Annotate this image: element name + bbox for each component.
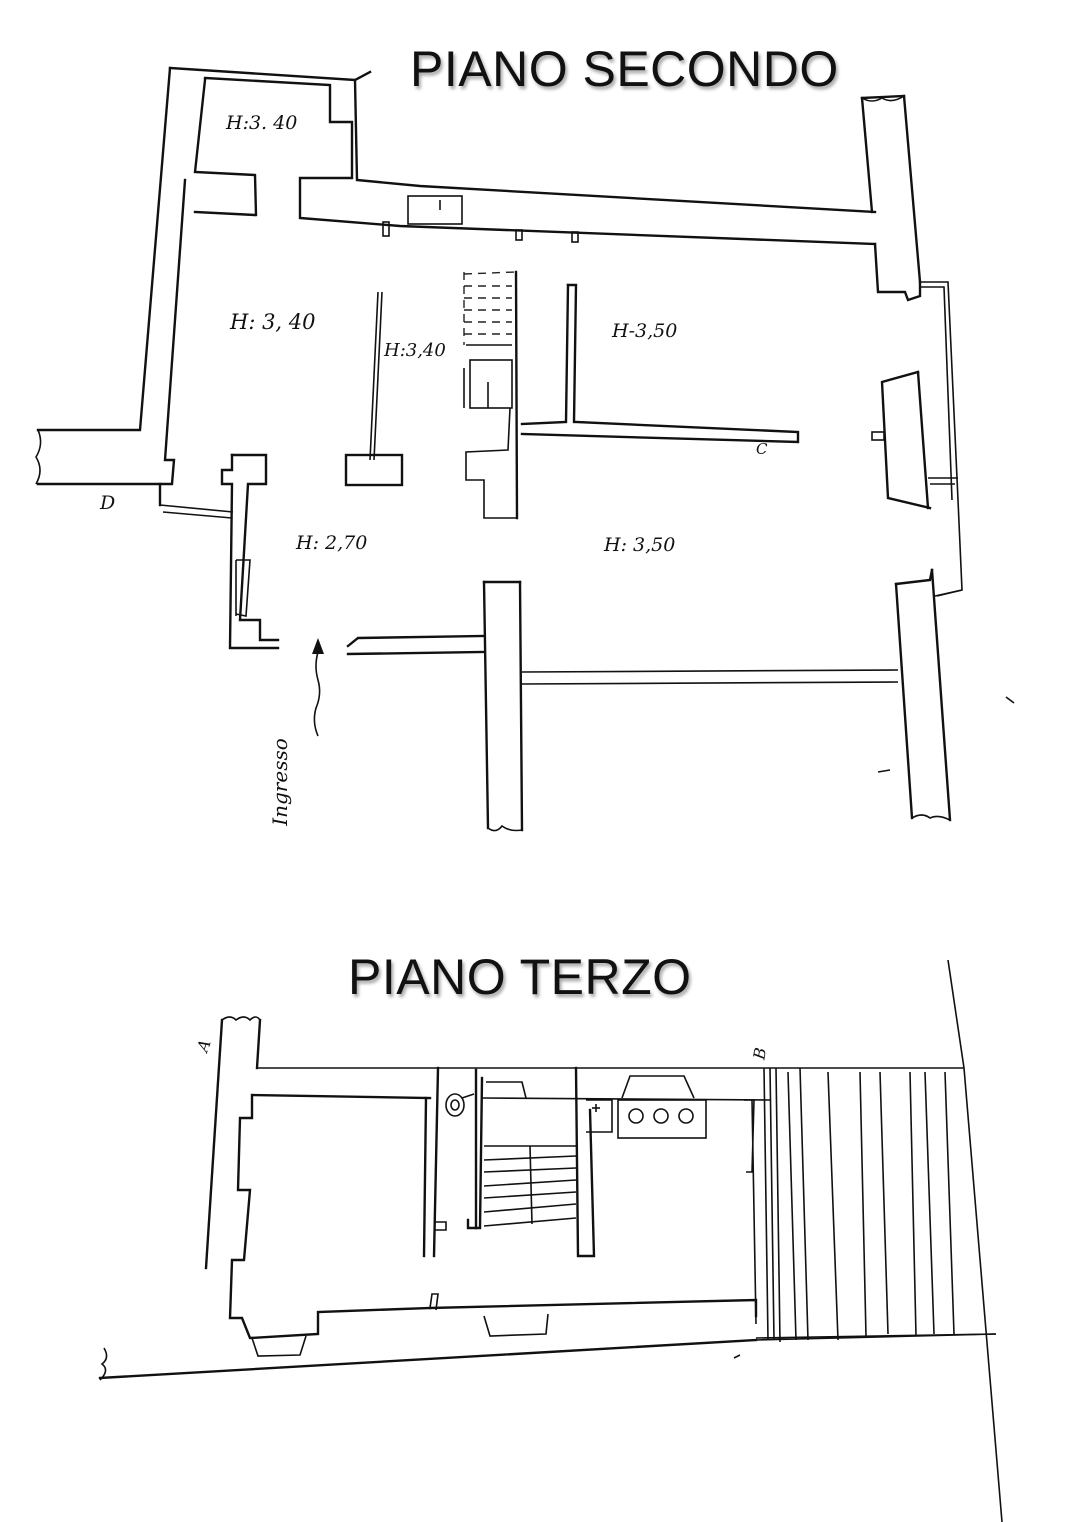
floor-title-piano-secondo: PIANO SECONDO <box>410 41 839 97</box>
scan-marks <box>733 696 1015 1359</box>
entrance-arrow-icon <box>312 638 324 737</box>
floor-title-piano-terzo: PIANO TERZO <box>348 949 692 1005</box>
room-height-label-entrance: H: 2,70 <box>296 532 368 554</box>
room-height-label-top-left: H:3. 40 <box>226 112 298 134</box>
piano-secondo-walls <box>35 66 963 832</box>
section-marker-d: D <box>100 492 116 514</box>
piano-terzo-walls <box>98 959 1003 1522</box>
room-height-label-left: H: 3, 40 <box>230 310 316 334</box>
room-height-label-corridor: H:3,40 <box>384 340 446 361</box>
room-height-label-right-lower: H: 3,50 <box>604 534 676 556</box>
section-marker-c: C <box>756 440 768 458</box>
room-height-label-right-upper: H-3,50 <box>612 320 678 342</box>
